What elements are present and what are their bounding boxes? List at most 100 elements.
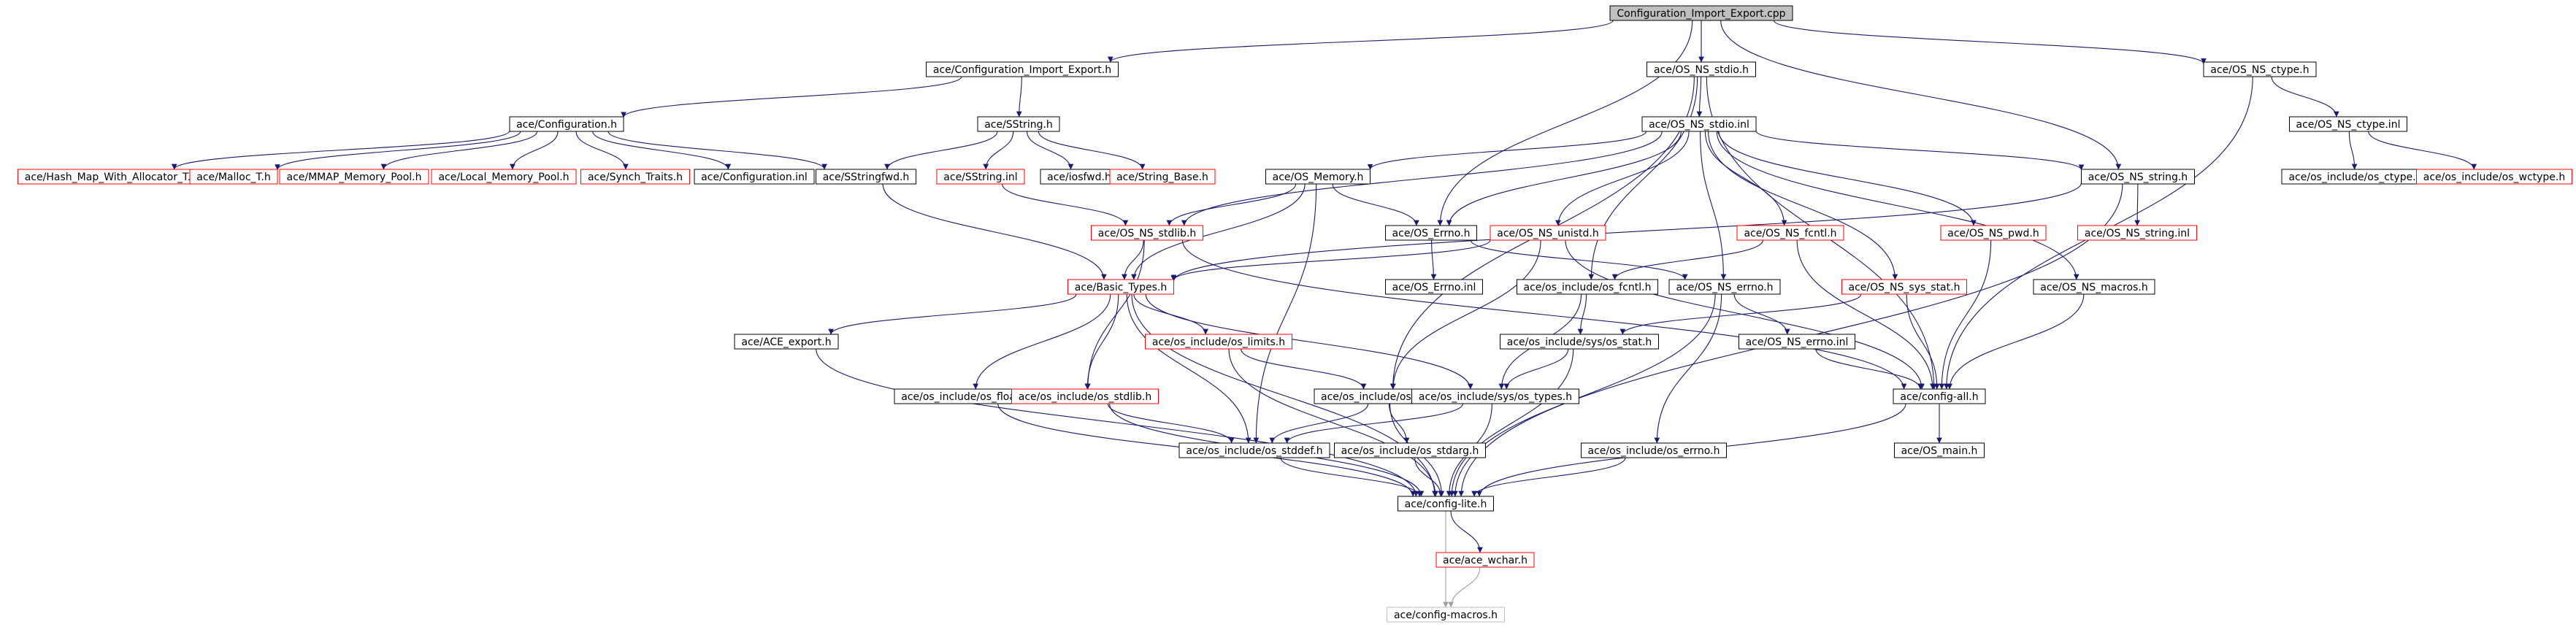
edge-config_h-to-malloc <box>275 131 521 170</box>
edge-basic_types-to-sys_types <box>1145 293 1473 390</box>
node-os-stdarg[interactable]: ace/os_include/os_stdarg.h <box>1334 442 1486 458</box>
dependency-edges <box>171 20 2477 608</box>
node-sstring-inl[interactable]: ace/SString.inl <box>936 169 1025 185</box>
edge-os_errno-to-config_lite <box>1471 457 1626 497</box>
edge-ns_errno-to-ns_errno_inl <box>1733 293 1790 335</box>
node-string-inl[interactable]: ace/OS_NS_string.inl <box>2077 225 2197 241</box>
node-label: ace/OS_Errno.h <box>1392 228 1471 239</box>
node-stdio-inl[interactable]: ace/OS_NS_stdio.inl <box>1641 116 1757 132</box>
node-label: ace/OS_NS_string.h <box>2088 172 2188 183</box>
node-synch[interactable]: ace/Synch_Traits.h <box>580 169 690 185</box>
node-label: ace/MMAP_Memory_Pool.h <box>286 172 421 183</box>
node-sys-types[interactable]: ace/os_include/sys/os_types.h <box>1411 388 1579 404</box>
edge-limits-to-os_stdio <box>1240 348 1367 390</box>
node-label: ace/os_include/sys/os_stat.h <box>1507 336 1652 348</box>
node-box <box>1894 442 1985 458</box>
node-box <box>1581 442 1727 458</box>
node-cie-h[interactable]: ace/Configuration_Import_Export.h <box>926 61 1119 77</box>
edge-os_stdio-to-os_stdarg <box>1388 403 1410 444</box>
edge-stdio_inl-to-pwd <box>1718 131 1977 226</box>
edge-ctype_h-to-ctype_inl <box>2271 76 2339 118</box>
edge-sys_os_stat-to-config_lite <box>1449 348 1574 497</box>
node-label: ace/iosfwd.h <box>1047 172 1111 183</box>
node-config-all[interactable]: ace/config-all.h <box>1893 388 1986 404</box>
edge-config_h-to-synch <box>575 131 629 170</box>
file-nodes: Configuration_Import_Export.cppace/Confi… <box>18 5 2572 623</box>
node-os-stddef[interactable]: ace/os_include/os_stddef.h <box>1178 442 1330 458</box>
node-basic-types[interactable]: ace/Basic_Types.h <box>1067 279 1174 295</box>
node-label: ace/OS_NS_stdlib.h <box>1098 228 1197 239</box>
node-os-memory[interactable]: ace/OS_Memory.h <box>1265 169 1371 185</box>
node-stdio-h[interactable]: ace/OS_NS_stdio.h <box>1647 61 1756 77</box>
node-fcntl-h[interactable]: ace/OS_NS_fcntl.h <box>1736 225 1844 241</box>
node-ns-errno-inl[interactable]: ace/OS_NS_errno.inl <box>1739 334 1855 350</box>
node-os-float[interactable]: ace/os_include/os_float.h <box>894 388 1037 404</box>
edge-stdio_inl-to-string_h <box>1755 131 2085 171</box>
node-macros[interactable]: ace/OS_NS_macros.h <box>2033 279 2155 295</box>
edge-stdio_inl-to-unistd <box>1555 131 1690 226</box>
node-os-main[interactable]: ace/OS_main.h <box>1894 442 1985 458</box>
node-sstringfwd[interactable]: ace/SStringfwd.h <box>816 169 916 185</box>
node-box <box>189 169 278 185</box>
node-wchar[interactable]: ace/ace_wchar.h <box>1435 552 1535 568</box>
edge-unistd-to-config_all <box>1565 239 1925 390</box>
node-box <box>1145 334 1292 350</box>
edge-os_memory-to-stdlib_h <box>1166 183 1297 226</box>
node-ctype-h[interactable]: ace/OS_NS_ctype.h <box>2203 61 2317 77</box>
edge-sstring_h-to-stringbase <box>1038 131 1146 170</box>
node-box <box>926 61 1119 77</box>
node-os-wctype[interactable]: ace/os_include/os_wctype.h <box>2416 169 2572 185</box>
node-label: ace/os_include/os_stddef.h <box>1186 445 1322 457</box>
node-iosfwd[interactable]: ace/iosfwd.h <box>1040 169 1119 185</box>
node-config-h[interactable]: ace/Configuration.h <box>509 116 624 132</box>
node-config-macros[interactable]: ace/config-macros.h <box>1387 607 1505 623</box>
edge-os_fcntl-to-sys_os_stat <box>1577 293 1587 335</box>
node-box <box>1517 279 1658 295</box>
node-label: ace/os_include/os_ctype.h <box>2288 172 2422 183</box>
node-box <box>2081 169 2195 185</box>
node-localpool[interactable]: ace/Local_Memory_Pool.h <box>431 169 577 185</box>
edge-root-to-cie_h <box>1108 20 1614 63</box>
edge-sstring_h-to-sstringfwd <box>884 131 998 170</box>
node-box <box>1385 225 1477 241</box>
node-config-lite[interactable]: ace/config-lite.h <box>1398 496 1494 512</box>
node-mmap[interactable]: ace/MMAP_Memory_Pool.h <box>279 169 429 185</box>
node-ace-export[interactable]: ace/ACE_export.h <box>734 334 839 350</box>
node-stdlib-h[interactable]: ace/OS_NS_stdlib.h <box>1091 225 1203 241</box>
edge-os_stdarg-to-config_lite <box>1414 457 1444 497</box>
node-os-ctype[interactable]: ace/os_include/os_ctype.h <box>2281 169 2430 185</box>
node-errno-h[interactable]: ace/OS_Errno.h <box>1385 225 1477 241</box>
node-ns-errno[interactable]: ace/OS_NS_errno.h <box>1668 279 1781 295</box>
node-config-inl[interactable]: ace/Configuration.inl <box>694 169 815 185</box>
node-sstring-h[interactable]: ace/SString.h <box>977 116 1060 132</box>
edge-os_memory-to-errno_h <box>1332 183 1419 226</box>
edge-basic_types-to-config_lite <box>1131 293 1438 497</box>
node-errno-inl-os[interactable]: ace/OS_Errno.inl <box>1385 279 1483 295</box>
node-sys-stat-ns[interactable]: ace/OS_NS_sys_stat.h <box>1841 279 1967 295</box>
node-box <box>1500 334 1659 350</box>
node-ctype-inl[interactable]: ace/OS_NS_ctype.inl <box>2289 116 2407 132</box>
node-os-fcntl[interactable]: ace/os_include/os_fcntl.h <box>1517 279 1658 295</box>
node-label: ace/os_include/os_fcntl.h <box>1524 282 1652 293</box>
edge-unistd-to-os_stdio <box>1390 239 1541 390</box>
edge-root-to-ctype_h <box>1773 20 2207 64</box>
edge-cie_h-to-sstring_h <box>1016 76 1022 118</box>
node-hashmap[interactable]: ace/Hash_Map_With_Allocator_T.h <box>18 169 204 185</box>
node-unistd[interactable]: ace/OS_NS_unistd.h <box>1490 225 1606 241</box>
node-malloc[interactable]: ace/Malloc_T.h <box>189 169 278 185</box>
node-string-h[interactable]: ace/OS_NS_string.h <box>2081 169 2195 185</box>
edge-sstring_h-to-iosfwd <box>1026 131 1074 170</box>
node-pwd[interactable]: ace/OS_NS_pwd.h <box>1940 225 2047 241</box>
node-os-stdlib[interactable]: ace/os_include/os_stdlib.h <box>1011 388 1159 404</box>
node-box <box>1739 334 1855 350</box>
edge-sys_os_stat-to-sys_types <box>1503 348 1569 390</box>
edge-pwd-to-config_all <box>1939 239 1992 390</box>
edge-sys_stat_ns-to-sys_os_stat <box>1619 293 1862 335</box>
node-label: ace/OS_NS_errno.h <box>1676 282 1773 293</box>
node-label: ace/OS_NS_pwd.h <box>1947 228 2039 239</box>
node-sys-os-stat[interactable]: ace/os_include/sys/os_stat.h <box>1500 334 1659 350</box>
node-box <box>1334 442 1486 458</box>
node-limits[interactable]: ace/os_include/os_limits.h <box>1145 334 1292 350</box>
node-os-errno[interactable]: ace/os_include/os_errno.h <box>1581 442 1727 458</box>
node-stringbase[interactable]: ace/String_Base.h <box>1109 169 1216 185</box>
